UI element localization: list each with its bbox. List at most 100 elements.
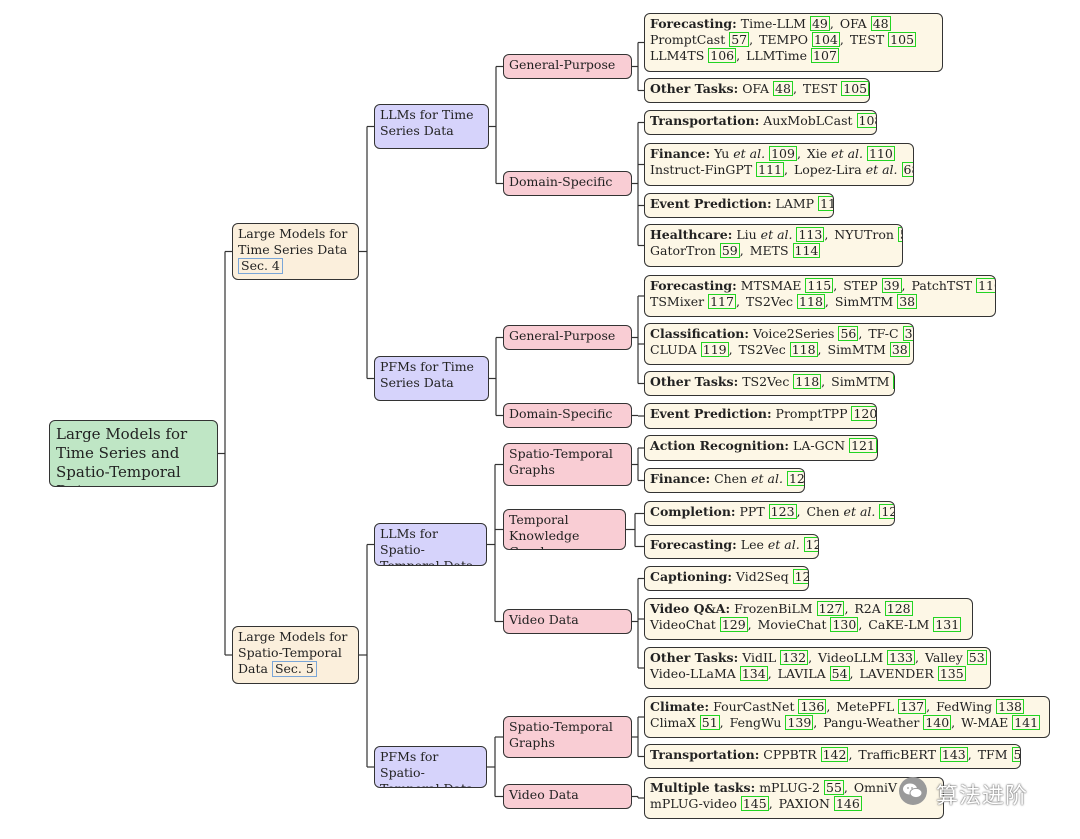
citation-link[interactable]: 120 [851,406,876,421]
citation-link[interactable]: 111 [756,162,784,177]
model-name: OFA [839,16,867,31]
model-family-node: PFMs for Time Series Data [374,356,489,401]
citation-link[interactable]: 142 [820,747,849,762]
citation-link[interactable]: 49 [809,16,830,31]
citation-link[interactable]: 128 [884,601,913,616]
citation-link[interactable]: 53 [966,650,987,665]
task-leaf-node: Completion: PPT 123, Chen et al. 124 [644,501,895,526]
citation-link[interactable]: 129 [719,617,748,632]
model-name: Chen [806,504,840,519]
model-name: TEST [849,32,885,47]
list-separator: , [849,666,858,681]
leaf-line: Finance: Yu et al. 109, Xie et al. 110 [650,146,908,162]
task-leaf-node: Event Prediction: PromptTPP 120 [644,403,877,429]
citation-link[interactable]: 121 [849,438,877,453]
citation-link[interactable]: 104 [812,32,840,47]
leaf-line: mPLUG-video 145, PAXION 146 [650,796,938,812]
model-family-node: PFMs for Spatio-Temporal Data [374,746,487,788]
citation-link[interactable]: 134 [739,666,768,681]
citation-link[interactable]: 118 [793,374,822,389]
citation-link[interactable]: 123 [768,504,797,519]
node-label: General-Purpose [509,328,616,343]
citation-link[interactable]: 131 [933,617,962,632]
citation-link[interactable]: 132 [780,650,809,665]
node-label: General-Purpose [509,57,616,72]
citation-link[interactable]: 135 [937,666,966,681]
leaf-line: PromptCast 57, TEMPO 104, TEST 105 [650,32,937,48]
citation-link[interactable]: 105 [841,81,869,96]
task-heading: Event Prediction: [650,406,772,421]
data-type-node: Spatio-Temporal Graphs [503,716,632,758]
citation-link[interactable]: 38 [897,294,918,309]
model-name: LLMTime [746,48,808,63]
citation-link[interactable]: 107 [811,48,839,63]
citation-link[interactable]: 55 [824,780,844,795]
citation-link[interactable]: 140 [923,715,952,730]
citation-link[interactable]: 126 [792,569,808,584]
citation-link[interactable]: 138 [996,699,1024,714]
citation-link[interactable]: 56 [838,326,859,341]
citation-link[interactable]: 51 [699,715,720,730]
citation-link[interactable]: 113 [796,227,825,242]
citation-link[interactable]: 52 [1011,747,1020,762]
task-heading: Finance: [650,471,711,486]
section-link[interactable]: Sec. 4 [238,258,283,274]
leaf-line: Classification: Voice2Series 56, TF-C 37 [650,326,913,342]
citation-link[interactable]: 139 [785,715,814,730]
list-separator: , [768,796,777,811]
node-label: Temporal Knowledge Graphs [509,512,580,549]
citation-link[interactable]: 114 [792,243,821,258]
citation-link[interactable]: 106 [708,48,737,63]
task-leaf-node: Other Tasks: VidIL 132, VideoLLM 133, Va… [644,647,991,689]
citation-link[interactable]: 141 [1012,715,1041,730]
citation-link[interactable]: 48 [773,81,793,96]
citation-link[interactable]: 112 [818,196,833,211]
list-separator: , [824,294,833,309]
leaf-line: LLM4TS 106, LLMTime 107 [650,48,937,64]
citation-link[interactable]: 59 [719,243,740,258]
citation-link[interactable]: 127 [816,601,845,616]
citation-link[interactable]: 145 [740,796,769,811]
citation-link[interactable]: 118 [797,294,825,309]
citation-link[interactable]: 38 [893,374,894,389]
citation-link[interactable]: 108 [856,113,876,128]
model-name: PPT [739,504,765,519]
citation-link[interactable]: 110 [866,146,895,161]
citation-link[interactable]: 124 [879,504,894,519]
citation-link[interactable]: 116 [976,278,995,293]
node-label: LLMs for Time Series Data [380,107,474,138]
citation-link[interactable]: 54 [829,666,850,681]
citation-link[interactable]: 118 [789,342,818,357]
citation-link[interactable]: 115 [805,278,834,293]
citation-link[interactable]: 119 [700,342,729,357]
leaf-line: Forecasting: Lee et al. 125 [650,537,818,553]
citation-link[interactable]: 58 [897,227,902,242]
citation-link[interactable]: 48 [870,16,891,31]
section-link[interactable]: Sec. 5 [271,661,317,677]
citation-link[interactable]: 38 [889,342,910,357]
citation-link[interactable]: 122 [786,471,804,486]
model-name: SimMTM [827,342,886,357]
model-name: Lee [740,537,764,552]
citation-link[interactable]: 117 [708,294,736,309]
model-name: FengWu [729,715,782,730]
citation-link[interactable]: 39 [881,278,902,293]
citation-link[interactable]: 143 [939,747,968,762]
citation-link[interactable]: 125 [803,537,818,552]
citation-link[interactable]: 146 [833,796,862,811]
model-name: MovieChat [757,617,827,632]
citation-link[interactable]: 68 [901,162,913,177]
citation-link[interactable]: 105 [888,32,917,47]
model-name: ClimaX [650,715,696,730]
citation-link[interactable]: 130 [830,617,859,632]
leaf-line: Instruct-FinGPT 111, Lopez-Lira et al. 6… [650,162,913,178]
citation-link[interactable]: 57 [729,32,750,47]
citation-link[interactable]: 133 [887,650,916,665]
citation-link[interactable]: 37 [902,326,913,341]
model-name: LAVENDER [859,666,934,681]
citation-link[interactable]: 136 [798,699,827,714]
citation-link[interactable]: 137 [898,699,927,714]
model-name: AuxMobLCast [763,113,853,128]
list-separator: , [826,699,835,714]
citation-link[interactable]: 109 [769,146,797,161]
